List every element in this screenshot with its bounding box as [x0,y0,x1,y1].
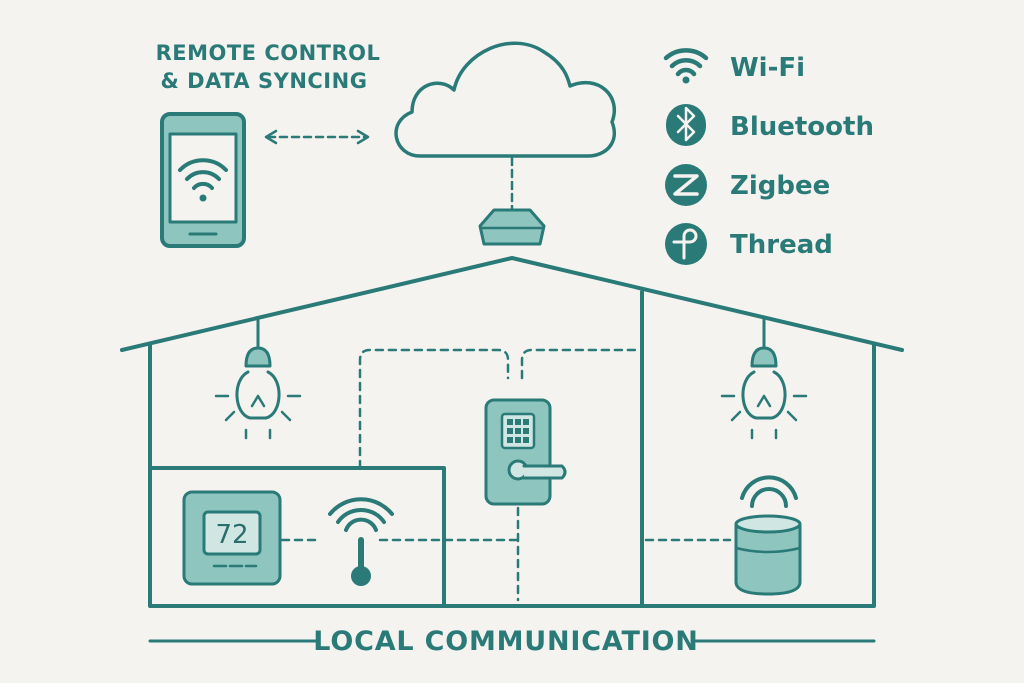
wifi-icon [663,48,709,84]
thermostat-icon [182,490,282,586]
cloud-icon [394,41,616,158]
zigbee-icon [665,164,707,206]
legend-label-zigbee: Zigbee [730,171,830,201]
heading-line-2: & DATA SYNCING [161,69,368,93]
smart-speaker-icon [734,475,802,596]
footer-label: LOCAL COMMUNICATION [313,626,698,657]
thermostat-reading: 72 [215,520,248,550]
legend-label-bluetooth: Bluetooth [730,112,874,142]
thread-icon [665,223,707,265]
light-bulb-left-icon [214,316,302,440]
light-bulb-right-icon [720,316,808,440]
legend-label-thread: Thread [730,230,833,260]
bluetooth-icon [666,104,706,146]
legend-label-wifi: Wi-Fi [730,53,805,83]
protocol-legend: Wi-Fi Bluetooth Zigbee Thread [663,48,874,265]
sync-arrow [264,129,370,145]
phone-wifi-icon [178,158,228,202]
smart-lock-icon [484,398,567,506]
local-network-links [280,348,732,602]
temperature-sensor-icon [328,497,394,586]
heading-line-1: REMOTE CONTROL [156,41,381,65]
house-outline [120,256,904,608]
smartphone-icon [160,112,246,248]
hub-icon [478,208,546,246]
